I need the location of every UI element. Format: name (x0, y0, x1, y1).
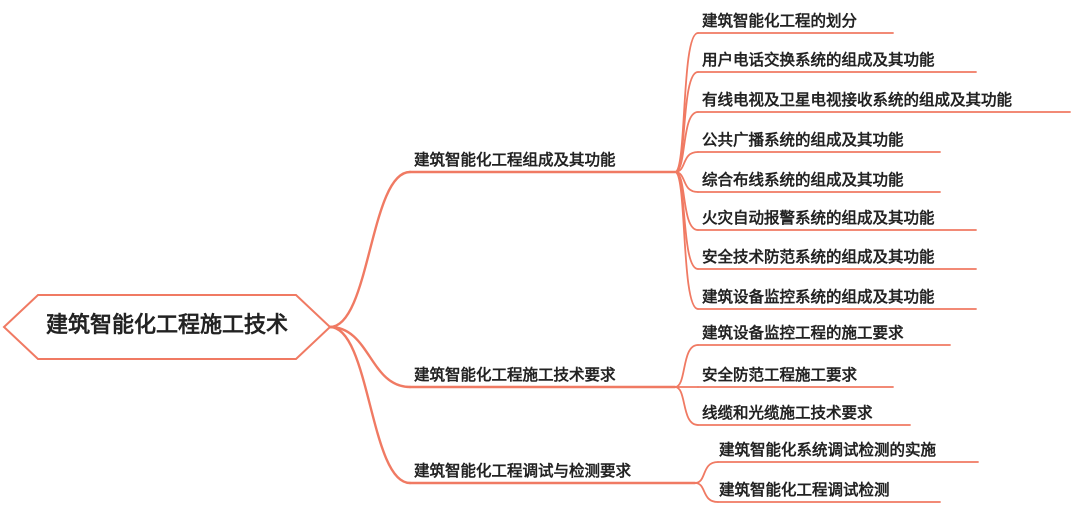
root-node-label[interactable]: 建筑智能化工程施工技术 (45, 313, 288, 338)
branch-label-composition[interactable]: 建筑智能化工程组成及其功能 (414, 151, 616, 169)
leaf-label-cable-tv[interactable]: 有线电视及卫星电视接收系统的组成及其功能 (702, 91, 1013, 109)
leaf-label-bas[interactable]: 建筑设备监控系统的组成及其功能 (702, 288, 935, 306)
branch-leaf-connector (674, 71, 699, 173)
leaf-label-system-testing[interactable]: 建筑智能化系统调试检测的实施 (719, 441, 937, 459)
leaf-label-cabling[interactable]: 综合布线系统的组成及其功能 (702, 171, 904, 189)
branch-label-testing[interactable]: 建筑智能化工程调试与检测要求 (414, 462, 632, 480)
leaf-label-security-construction[interactable]: 安全防范工程施工要求 (702, 366, 858, 384)
leaf-label-division[interactable]: 建筑智能化工程的划分 (702, 12, 858, 30)
root-branch-connector (328, 325, 412, 389)
root-branch-connector (328, 325, 412, 485)
connector-lines (328, 32, 1071, 503)
leaf-label-broadcast[interactable]: 公共广播系统的组成及其功能 (702, 131, 904, 149)
branch-leaf-connector (674, 344, 699, 388)
branch-leaf-connector (694, 461, 719, 484)
root-branch-connector (328, 170, 412, 329)
branch-leaf-connector (694, 482, 719, 503)
leaf-label-telephone[interactable]: 用户电话交换系统的组成及其功能 (702, 51, 935, 69)
leaf-label-bas-construction[interactable]: 建筑设备监控工程的施工要求 (702, 324, 904, 342)
branch-leaf-connector (674, 171, 699, 310)
branch-label-construction[interactable]: 建筑智能化工程施工技术要求 (414, 366, 616, 384)
leaf-label-security[interactable]: 安全技术防范系统的组成及其功能 (702, 248, 935, 266)
leaf-label-project-testing[interactable]: 建筑智能化工程调试检测 (719, 481, 890, 499)
branch-leaf-connector (674, 171, 699, 231)
leaf-label-fire-alarm[interactable]: 火灾自动报警系统的组成及其功能 (702, 209, 935, 227)
branch-leaf-connector (674, 111, 699, 173)
branch-leaf-connector (674, 386, 699, 426)
leaf-label-cable-construction[interactable]: 线缆和光缆施工技术要求 (702, 404, 873, 422)
